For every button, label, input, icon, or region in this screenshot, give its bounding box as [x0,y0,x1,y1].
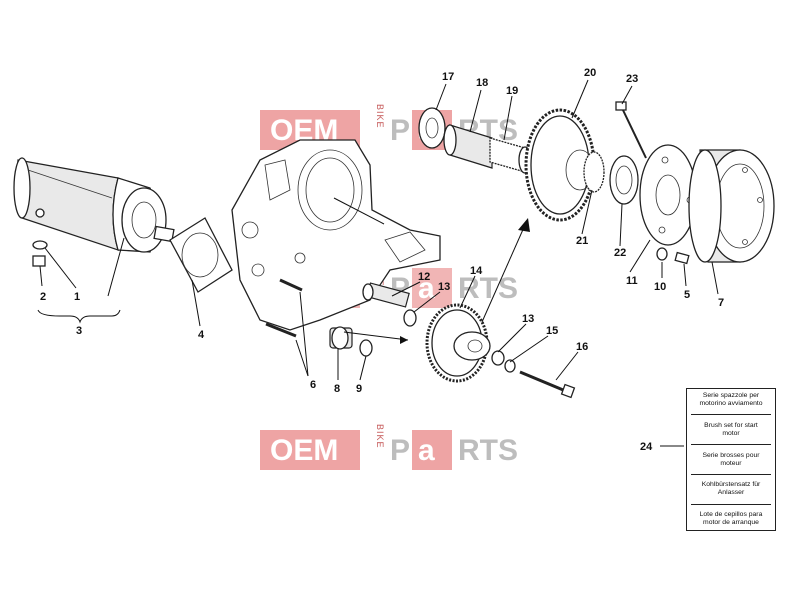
watermark-rts: RTS [458,272,518,305]
callout-23: 23 [626,73,638,85]
circlip-part-9 [359,339,373,357]
bolt-part-5 [674,251,690,265]
shaft-part-12 [362,282,410,308]
callout-7: 7 [718,297,724,309]
nut-part-2 [32,255,46,267]
legend-french: Serie brosses pour moteur [702,451,760,467]
callout-labels: 1 2 3 4 5 6 7 8 9 10 11 12 13 13 14 15 1… [40,67,724,453]
pinion-part-8 [329,326,353,350]
watermark-p: P [390,114,410,147]
callout-8: 8 [334,383,340,395]
legend-divider [691,473,771,475]
brush-set-legend: Serie spazzole per motorino avviamento B… [686,388,776,531]
callout-10: 10 [654,281,666,293]
callout-5: 5 [684,289,690,301]
gasket-part-4 [169,217,233,293]
assembly-arrow [481,218,530,323]
legend-spanish: Lote de cepillos para motor de arranque [699,511,763,526]
callout-18: 18 [476,77,488,89]
idler-gear-part-14 [425,303,491,383]
callout-12: 12 [418,271,430,283]
callout-6: 6 [310,379,316,391]
watermark-oem: OEM [270,434,338,467]
callout-14: 14 [470,265,483,277]
leader-lines [37,79,719,447]
callout-13-lower: 13 [522,313,534,325]
roller-cage-part-21 [583,151,605,193]
flywheel-part-7 [688,149,775,263]
screw-part-6a [265,322,297,338]
callout-19: 19 [506,85,518,97]
legend-english: Brush set for start motor [704,421,758,437]
callout-16: 16 [576,341,588,353]
callout-3: 3 [76,325,82,337]
callout-2: 2 [40,291,46,303]
callout-22: 22 [614,247,626,259]
watermark-bottom: OEM BIKE P a RTS [260,424,518,470]
washer-part-10 [656,247,668,261]
watermark-bike: BIKE [375,424,385,449]
callout-24: 24 [640,441,653,453]
washer-part-13b [491,350,505,366]
hub-part-11 [639,144,697,246]
callout-11: 11 [626,275,638,287]
callout-17: 17 [442,71,454,83]
legend-divider [691,414,771,416]
starter-motor [13,157,175,253]
callout-4: 4 [198,329,205,341]
legend-divider [691,503,771,505]
freewheel-part-22 [609,155,639,205]
legend-german: Kohlbürstensatz für Anlasser [701,481,761,497]
washer-part-1 [32,240,48,250]
washer-part-13a [403,309,417,327]
bearing-part-19 [489,137,532,174]
bolt-part-16 [519,370,576,399]
callout-20: 20 [584,67,596,79]
legend-italian: Serie spazzole per motorino avviamento [699,392,763,407]
callout-9: 9 [356,383,362,395]
starter-gear-part-20 [524,108,596,222]
callout-13-upper: 13 [438,281,450,293]
watermark-a: a [418,272,435,305]
screw-part-6b [279,278,303,292]
watermark-a: a [418,434,435,467]
washer-part-17 [418,107,446,149]
sleeve-part-18 [443,124,493,169]
watermark-bike: BIKE [375,104,385,129]
watermark-p: P [390,434,410,467]
washer-part-15 [504,359,516,373]
callout-21: 21 [576,235,588,247]
callout-1: 1 [74,291,80,303]
legend-divider [691,444,771,446]
callout-15: 15 [546,325,558,337]
screw-part-23 [615,101,647,159]
watermark-rts: RTS [458,434,518,467]
